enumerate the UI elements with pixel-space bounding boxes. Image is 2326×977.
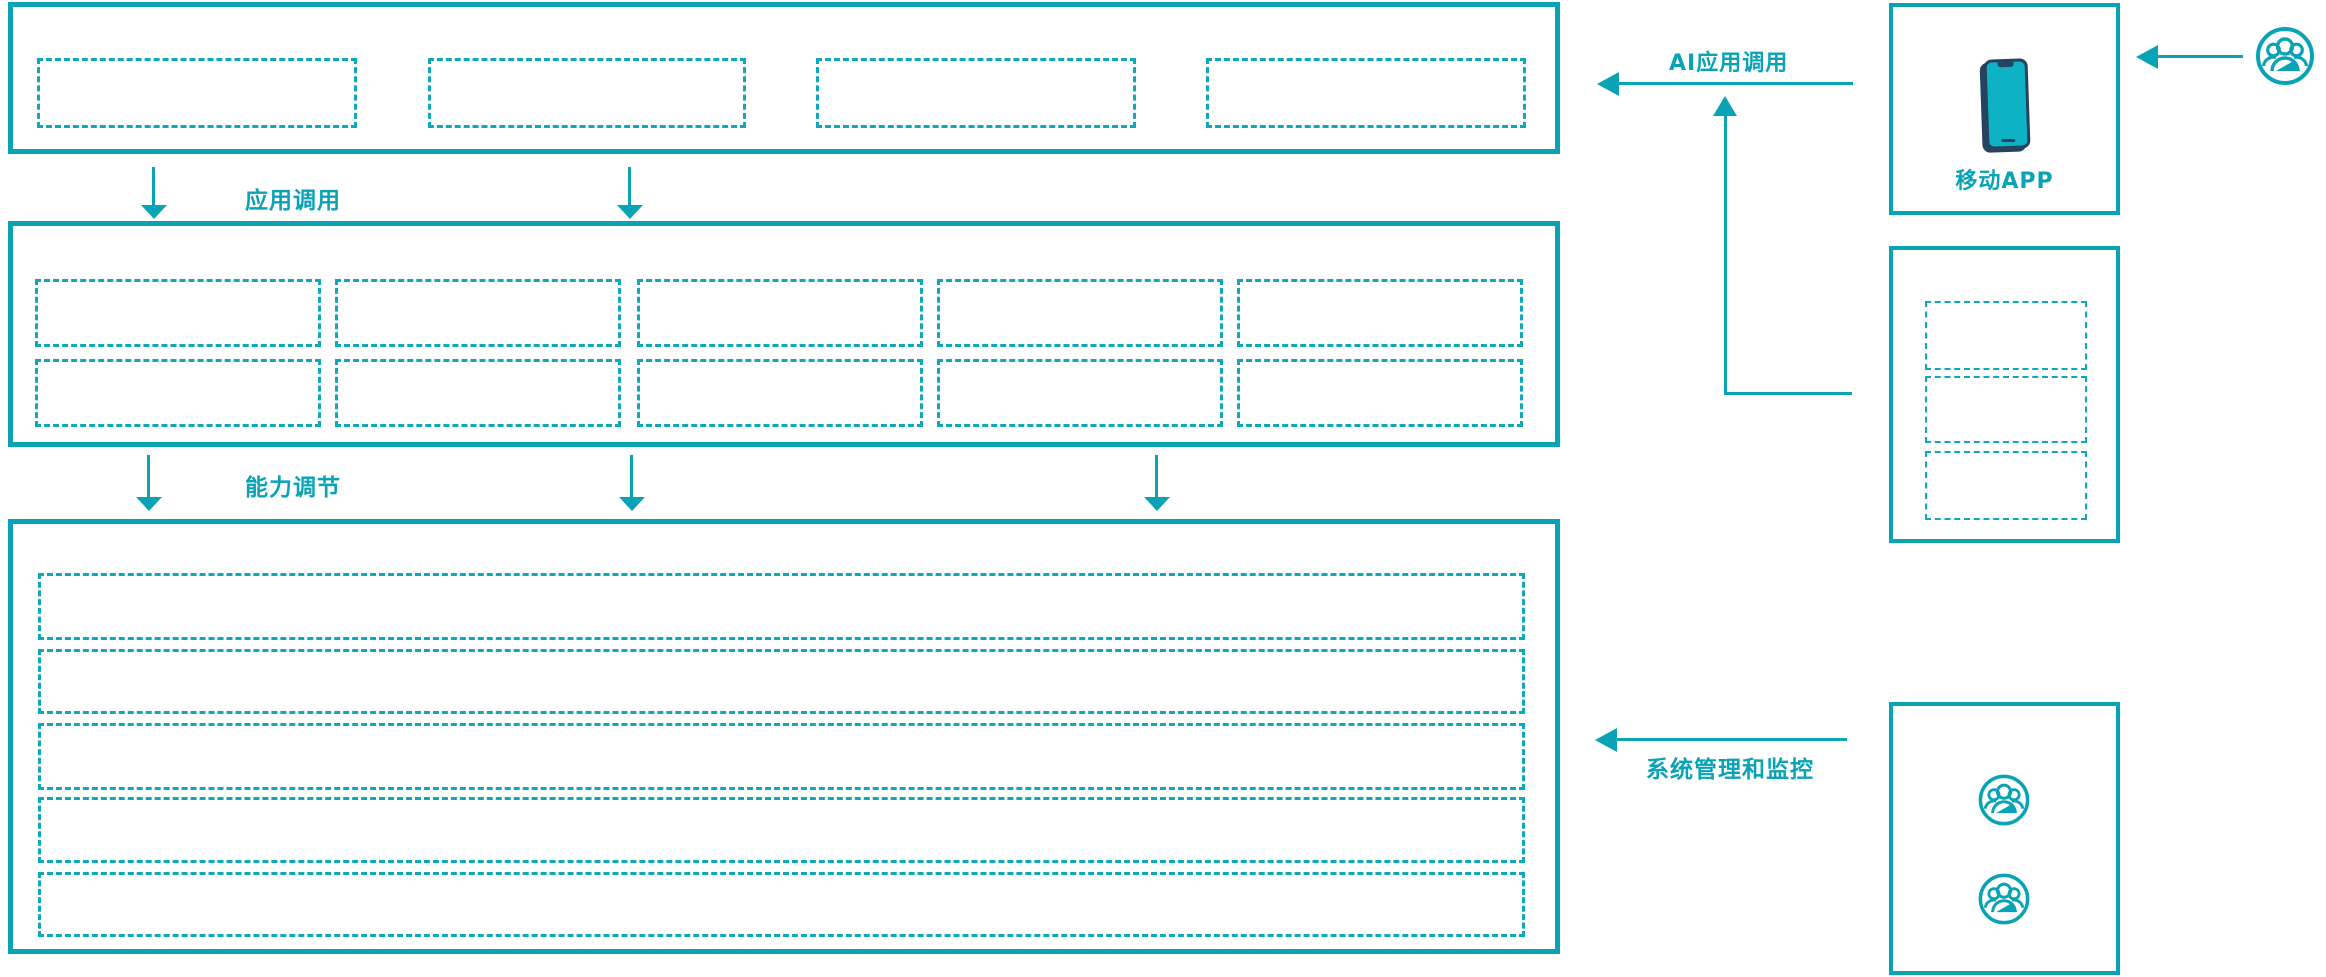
capability-arrow-3-head-icon [1144, 497, 1170, 511]
ai-app-call-label: AI应用调用 [1669, 51, 1789, 76]
ai-app-call-arrow-head-icon [1597, 72, 1619, 96]
ops-panel [1889, 246, 2120, 543]
system-mgmt-label: 系统管理和监控 [1646, 757, 1814, 783]
capability-slot-r1c1 [35, 279, 321, 347]
mobile-app-panel: 移动APP [1889, 3, 2120, 215]
ops-slot-1 [1925, 301, 2087, 370]
ops-slot-3 [1925, 451, 2087, 520]
phone-homebar [2001, 138, 2016, 143]
application-slot-4 [1206, 58, 1526, 128]
capability-layer [8, 221, 1560, 447]
ops-up-arrow-shaft [1724, 114, 1727, 395]
capability-adjust-label: 能力调节 [245, 475, 341, 501]
platform-layer [8, 519, 1560, 954]
ops-slot-2 [1925, 376, 2087, 443]
mobile-app-label: 移动APP [1955, 169, 2054, 194]
capability-slot-r2c4 [937, 359, 1223, 427]
platform-row-5 [38, 872, 1525, 937]
user-arrow-shaft [2158, 55, 2243, 58]
capability-slot-r1c5 [1237, 279, 1523, 347]
platform-row-1 [38, 573, 1525, 640]
capability-arrow-1-shaft [147, 455, 150, 497]
capability-slot-r2c2 [335, 359, 621, 427]
application-slot-2 [428, 58, 746, 128]
phone-notch [1997, 61, 2014, 68]
app-call-arrow-2-shaft [628, 167, 631, 205]
capability-arrow-1-head-icon [136, 497, 162, 511]
user-arrow-head-icon [2136, 45, 2158, 69]
capability-slot-r1c4 [937, 279, 1223, 347]
admin-panel [1889, 702, 2120, 975]
ops-up-arrow-head-icon [1713, 96, 1737, 116]
ai-app-call-arrow-shaft [1619, 82, 1853, 85]
platform-row-4 [38, 797, 1525, 863]
application-slot-3 [816, 58, 1136, 128]
app-call-arrow-1-head-icon [141, 205, 167, 219]
capability-arrow-2-shaft [630, 455, 633, 497]
users-group-icon [1978, 774, 2030, 826]
capability-slot-r1c2 [335, 279, 621, 347]
system-mgmt-arrow-head-icon [1595, 728, 1617, 752]
application-layer [8, 2, 1560, 154]
capability-slot-r2c1 [35, 359, 321, 427]
users-group-icon [1978, 873, 2030, 925]
users-group-icon [2256, 27, 2314, 85]
ops-connector-shaft [1724, 392, 1852, 395]
capability-arrow-2-head-icon [619, 497, 645, 511]
application-slot-1 [37, 58, 357, 128]
system-mgmt-arrow-shaft [1617, 738, 1847, 741]
capability-slot-r2c5 [1237, 359, 1523, 427]
mobile-phone-icon [1983, 58, 2031, 150]
app-call-arrow-2-head-icon [617, 205, 643, 219]
platform-row-3 [38, 723, 1525, 790]
capability-slot-r1c3 [637, 279, 923, 347]
capability-slot-r2c3 [637, 359, 923, 427]
platform-row-2 [38, 649, 1525, 714]
app-call-label: 应用调用 [245, 188, 341, 214]
app-call-arrow-1-shaft [152, 167, 155, 205]
capability-arrow-3-shaft [1155, 455, 1158, 497]
